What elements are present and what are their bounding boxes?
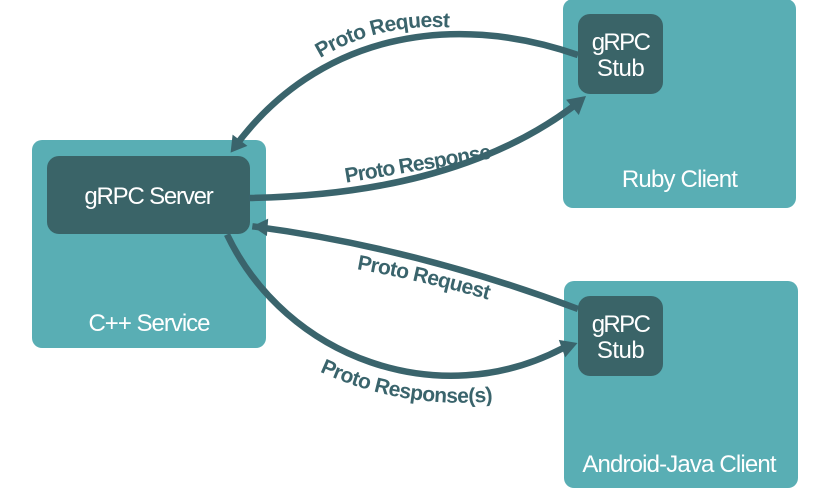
svg-text:Proto Response(s): Proto Response(s) xyxy=(318,355,493,408)
